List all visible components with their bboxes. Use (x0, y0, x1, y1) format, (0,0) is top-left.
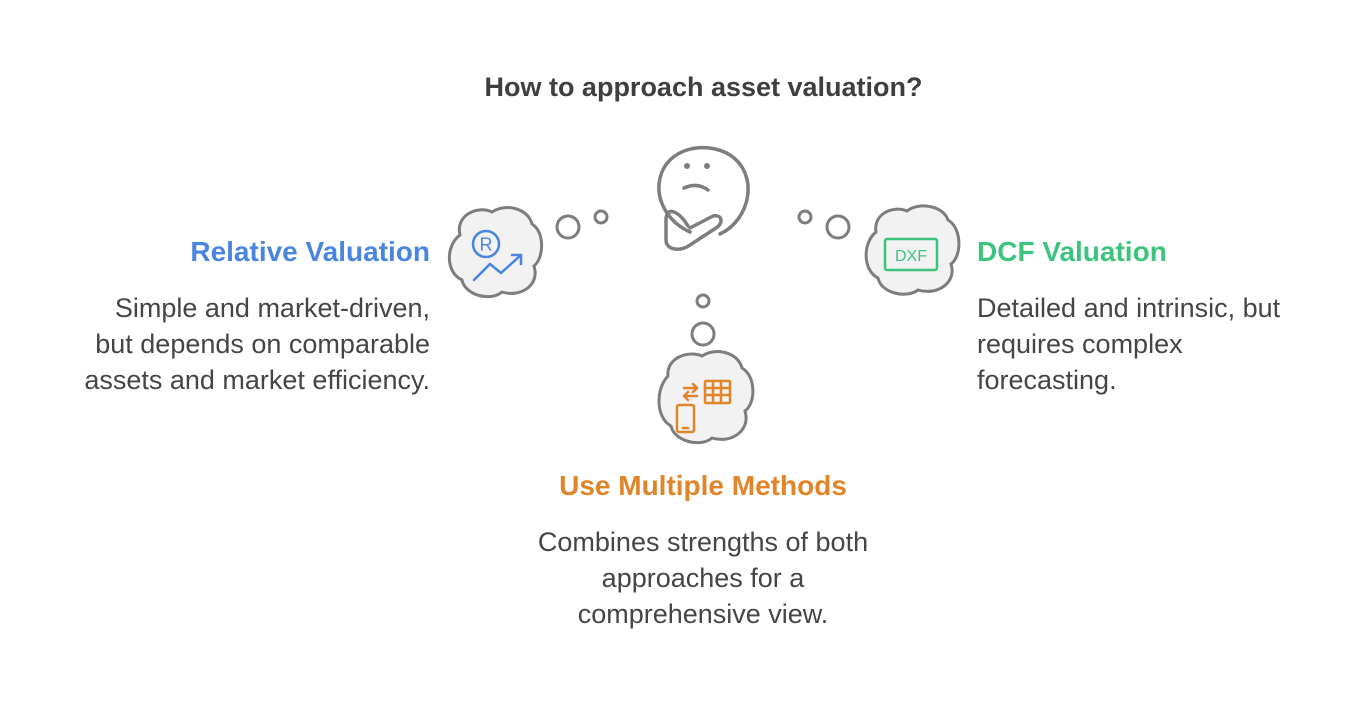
description-line: Combines strengths of both (537, 527, 869, 557)
multiple-methods-heading: Use Multiple Methods (559, 470, 847, 501)
chart-trend-icon: R (471, 229, 523, 282)
svg-text:R: R (480, 235, 493, 255)
description-line: Detailed and intrinsic, but (977, 293, 1281, 323)
dcf-valuation-description: Detailed and intrinsic, but requires com… (977, 290, 1357, 398)
relative-valuation-cloud: R (447, 206, 544, 299)
svg-text:DXF: DXF (895, 248, 927, 265)
description-line: requires complex (977, 329, 1183, 359)
description-line: assets and market efficiency. (84, 365, 430, 395)
thought-bubbles (555, 209, 851, 347)
relative-valuation-heading: Relative Valuation (190, 236, 430, 267)
description-line: but depends on comparable (95, 329, 430, 359)
multiple-methods-description: Combines strengths of both approaches fo… (478, 524, 928, 632)
description-line: comprehensive view. (577, 599, 829, 629)
dxf-file-icon: DXF (883, 237, 939, 272)
relative-valuation-description: Simple and market-driven, but depends on… (30, 290, 430, 398)
dcf-valuation-cloud: DXF (864, 204, 961, 296)
multiple-methods-cloud (657, 350, 755, 445)
phone-table-icon (675, 379, 732, 434)
description-line: forecasting. (977, 365, 1117, 395)
dcf-valuation-heading: DCF Valuation (977, 236, 1167, 267)
description-line: Simple and market-driven, (114, 293, 430, 323)
diagram-title: How to approach asset valuation? (484, 72, 923, 102)
description-line: approaches for a (601, 563, 805, 593)
thinking-face-icon (657, 145, 750, 251)
